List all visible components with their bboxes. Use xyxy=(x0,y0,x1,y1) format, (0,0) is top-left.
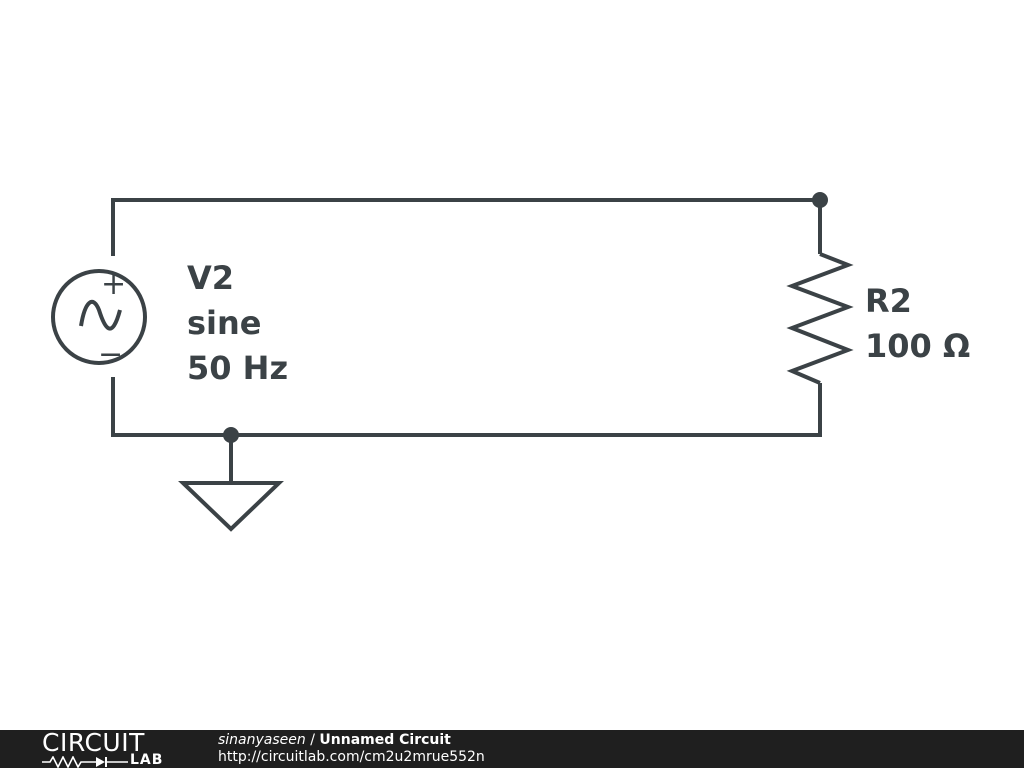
footer-circuit-title: Unnamed Circuit xyxy=(319,732,451,748)
junction-node-ground[interactable] xyxy=(223,427,239,443)
wire-bottom xyxy=(111,377,822,437)
ground-icon[interactable] xyxy=(178,481,284,532)
voltage-source-v2[interactable]: + − xyxy=(51,267,147,372)
resistor-name-label: R2 xyxy=(865,282,912,320)
footer-info: sinanyaseen / Unnamed Circuit http://cir… xyxy=(218,732,485,766)
logo-resistor-diode-icon xyxy=(42,756,128,768)
footer-title-line: sinanyaseen / Unnamed Circuit xyxy=(218,732,485,749)
source-circle xyxy=(51,269,147,365)
footer-username-link[interactable]: sinanyaseen xyxy=(218,732,306,748)
footer-url-link[interactable]: http://circuitlab.com/cm2u2mrue552n xyxy=(218,749,485,765)
resistor-value-label: 100 Ω xyxy=(865,327,970,365)
junction-node-top-right[interactable] xyxy=(812,192,828,208)
logo-text-circuit: CIRCUIT xyxy=(42,728,145,757)
source-type-label: sine xyxy=(187,304,262,342)
resistor-zigzag-icon xyxy=(786,252,854,385)
source-minus-sign: − xyxy=(98,337,123,372)
circuitlab-logo[interactable]: CIRCUIT LAB xyxy=(42,728,182,768)
footer-separator: / xyxy=(305,732,320,748)
source-plus-sign: + xyxy=(101,267,126,302)
source-frequency-label: 50 Hz xyxy=(187,349,288,387)
circuit-schematic: + − V2 sine 50 Hz R2 100 Ω xyxy=(51,192,970,532)
resistor-r2[interactable] xyxy=(786,252,854,385)
footer-bar: CIRCUIT LAB sinanyaseen / Unnamed Circui… xyxy=(0,728,1024,768)
sine-wave-icon xyxy=(79,299,122,331)
logo-text-lab: LAB xyxy=(130,752,164,768)
source-name-label: V2 xyxy=(187,259,234,297)
wire-top xyxy=(111,198,820,256)
